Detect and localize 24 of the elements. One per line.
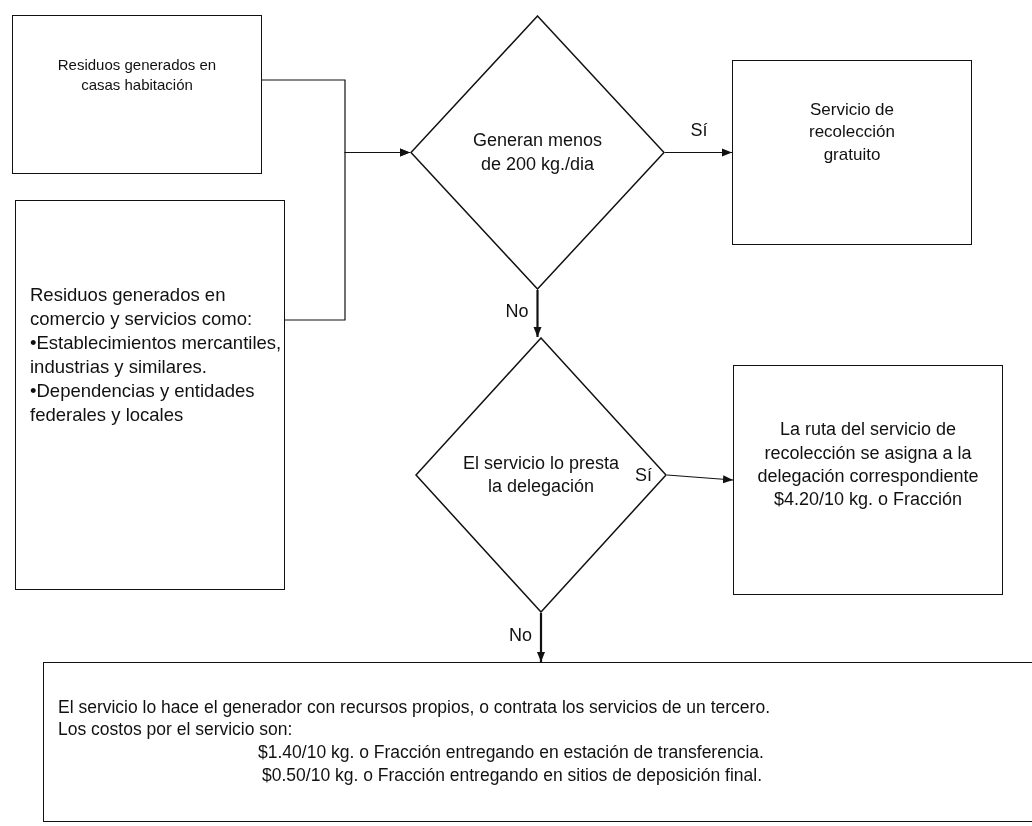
- process-box: [732, 60, 972, 245]
- node-text: Generan menos de 200 kg./dia: [471, 129, 604, 176]
- node-text: Los costos por el servicio son:: [58, 718, 293, 741]
- decision-diamond: [410, 15, 665, 290]
- arrow: [533, 290, 542, 337]
- decision-diamond: [415, 337, 667, 613]
- node-text: Servicio de recolección gratuito: [808, 99, 896, 166]
- node-text: $0.50/10 kg. o Fracción entregando en sitios de deposición final.: [262, 763, 763, 787]
- process-box: [15, 200, 285, 590]
- node-text: •Establecimientos mercantiles, industrias y similares.: [30, 330, 283, 379]
- node-text: •Dependencias y entidades federales y locales: [30, 379, 256, 428]
- arrow: [284, 148, 411, 321]
- arrow: [664, 148, 733, 157]
- node-text: El servicio lo presta la delegación: [461, 451, 621, 498]
- node-text: Residuos generados en casas habitación: [56, 55, 218, 94]
- process-box: [12, 15, 262, 174]
- process-box: [733, 365, 1003, 595]
- node-text: $1.40/10 kg. o Fracción entregando en estación de transferencia.: [258, 741, 764, 764]
- arrow: [537, 613, 545, 662]
- process-box: [43, 662, 1032, 822]
- node-text: El servicio lo hace el generador con recursos propios, o contrata los servicios de un tercero.: [58, 695, 771, 719]
- node-text: Residuos generados en comercio y servicios como:: [30, 282, 254, 331]
- arrow: [666, 474, 734, 484]
- node-text: La ruta del servicio de recolección se asigna a la delegación correspondiente $4.20/10 kg. o Fracción: [756, 418, 980, 512]
